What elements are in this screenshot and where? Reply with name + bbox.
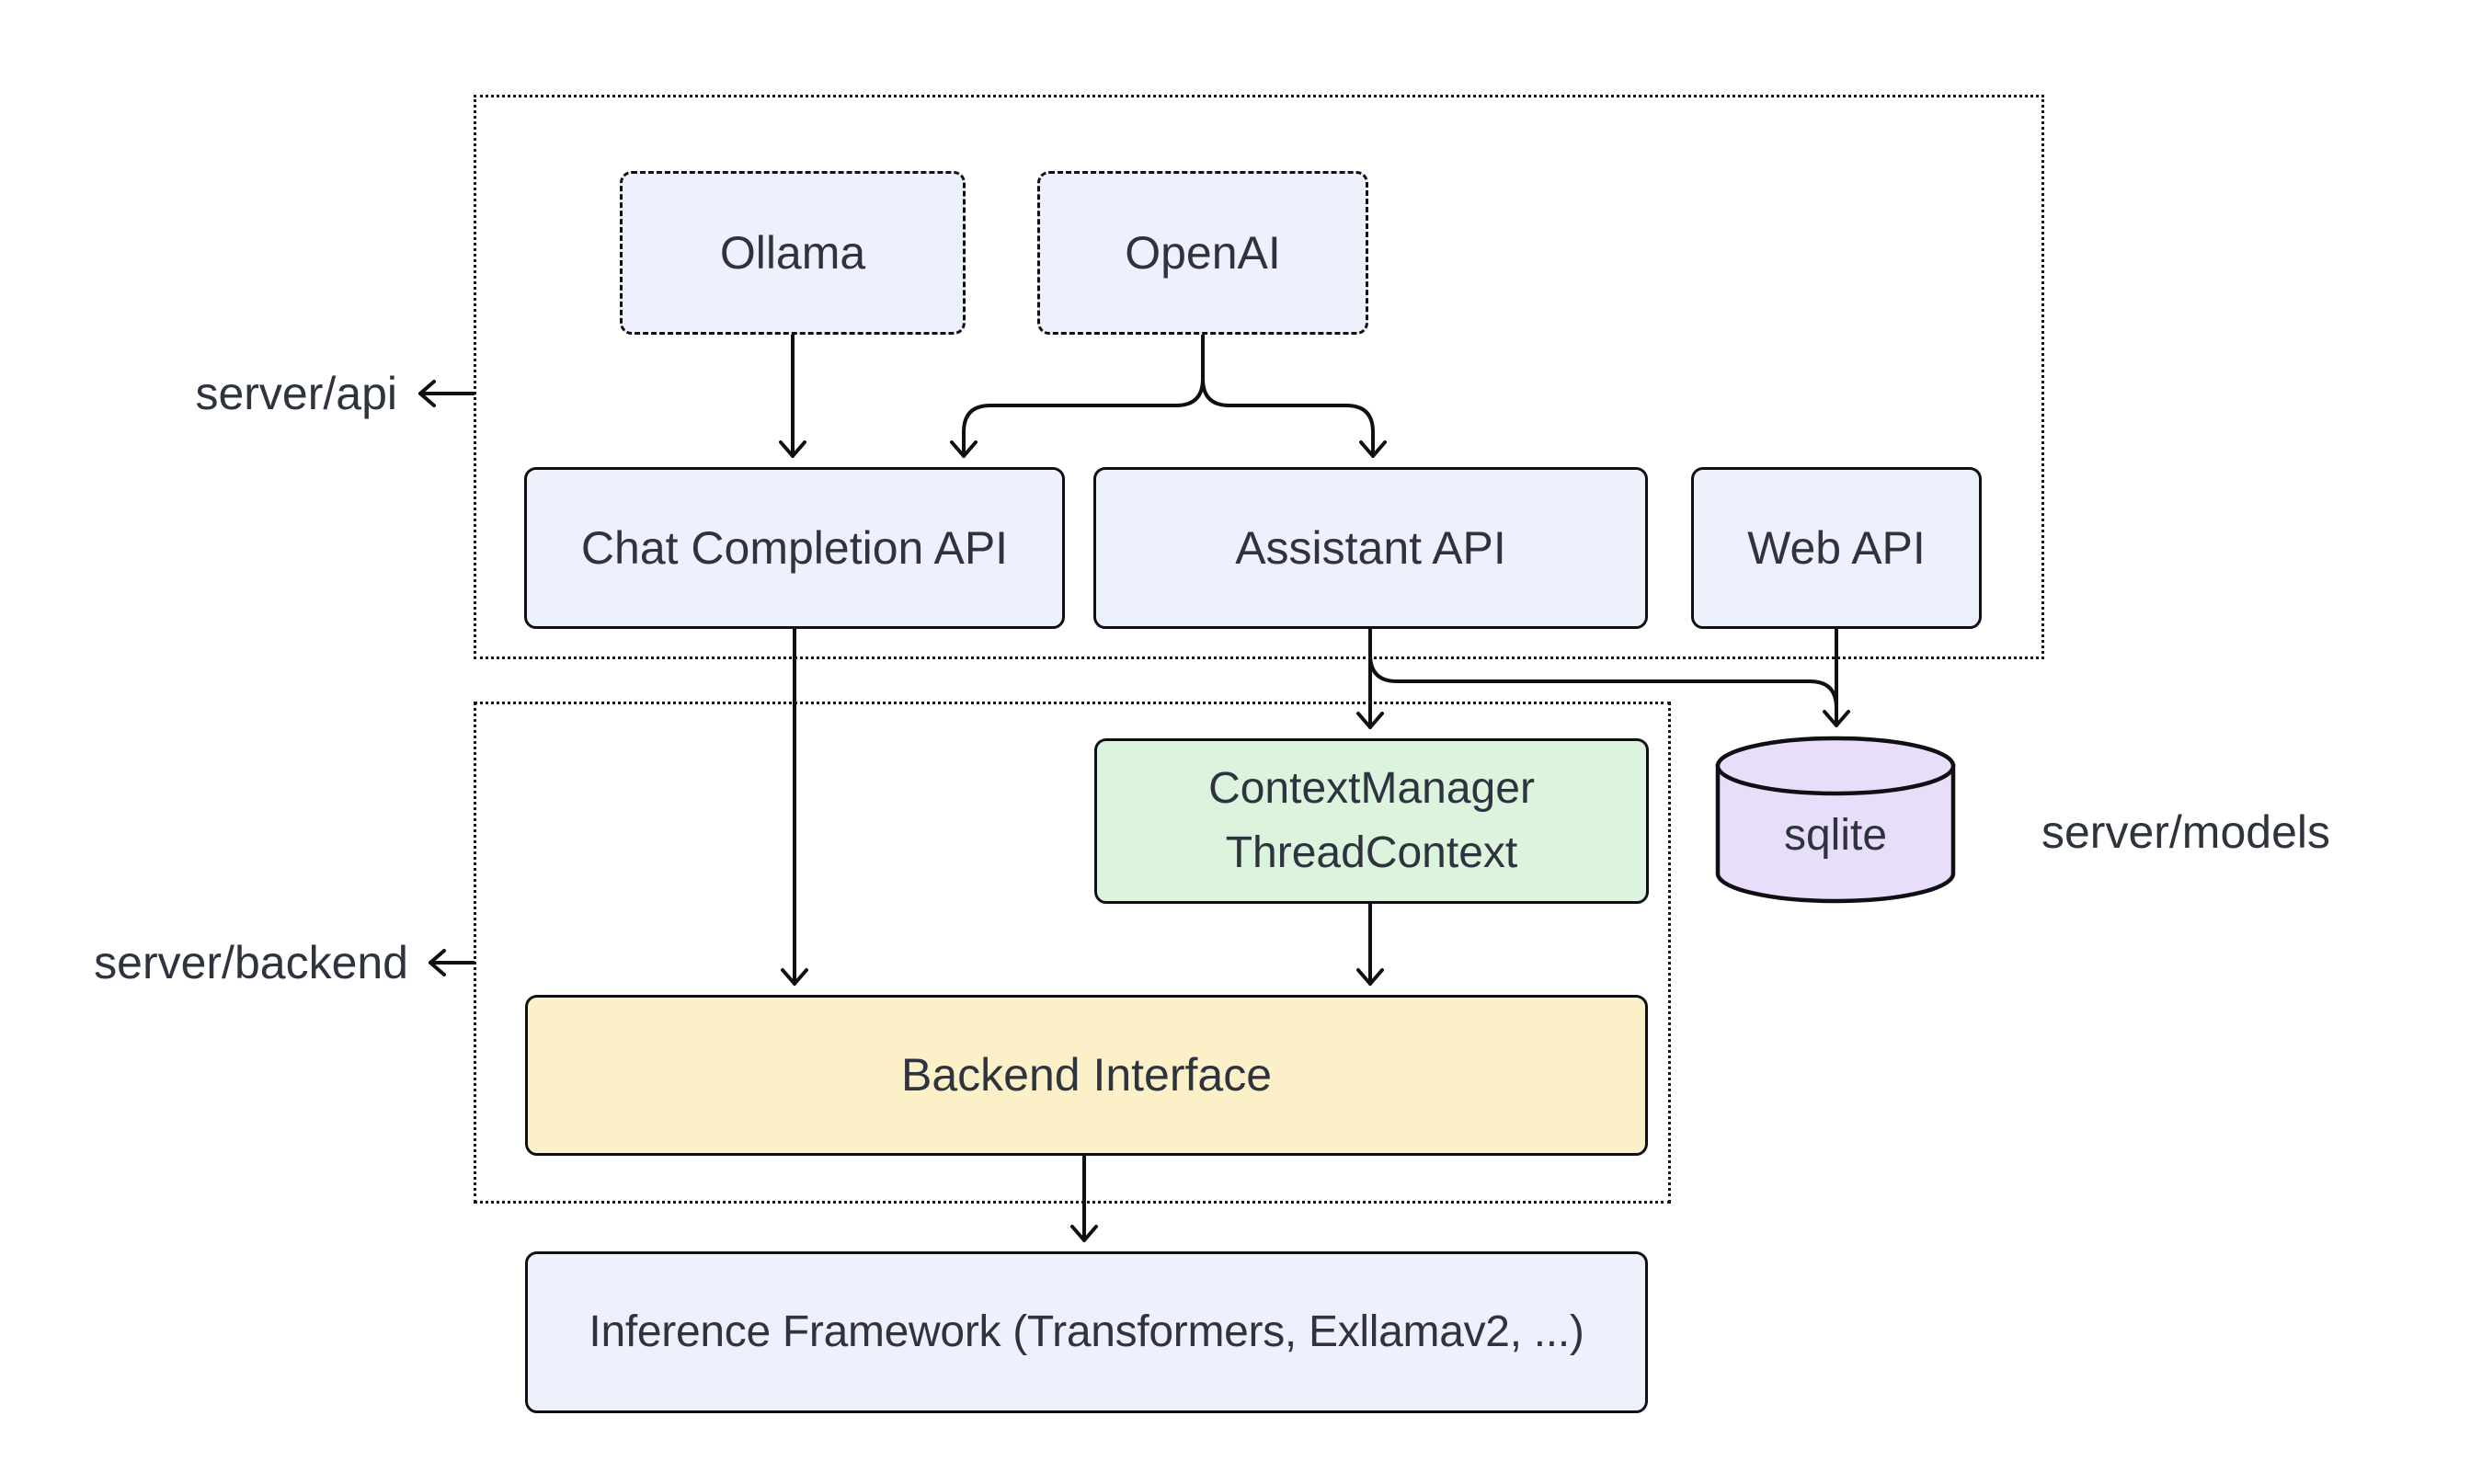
node-context-manager: ContextManager ThreadContext — [1094, 738, 1649, 904]
node-assistant-api-label: Assistant API — [1235, 521, 1506, 574]
node-web-api-label: Web API — [1747, 521, 1926, 574]
edge-assistantapi-sqlite — [1368, 653, 1838, 710]
server-api-label: server/api — [195, 368, 397, 419]
server-backend-label: server/backend — [94, 937, 408, 988]
node-backend-interface: Backend Interface — [525, 995, 1648, 1156]
node-inference-framework: Inference Framework (Transformers, Exlla… — [525, 1251, 1648, 1413]
server-backend-container — [474, 702, 1671, 1204]
node-context-manager-line2: ThreadContext — [1225, 828, 1518, 877]
node-context-manager-line1: ContextManager — [1208, 764, 1535, 814]
node-openai: OpenAI — [1037, 171, 1368, 335]
node-openai-label: OpenAI — [1125, 226, 1281, 279]
node-backend-interface-label: Backend Interface — [900, 1049, 1273, 1102]
node-ollama: Ollama — [620, 171, 966, 335]
node-assistant-api: Assistant API — [1093, 467, 1648, 629]
edge-openai-chatapi — [950, 333, 1205, 458]
node-ollama-label: Ollama — [719, 226, 866, 279]
sqlite-cylinder — [1715, 736, 1956, 904]
edge-openai-assistantapi — [1201, 377, 1387, 458]
server-api-container — [474, 95, 2044, 659]
node-chat-completion-api: Chat Completion API — [524, 467, 1065, 629]
server-models-label: server/models — [2041, 806, 2330, 858]
node-web-api: Web API — [1691, 467, 1982, 629]
node-sqlite-label: sqlite — [1783, 811, 1888, 860]
node-chat-completion-api-label: Chat Completion API — [580, 521, 1009, 574]
node-inference-framework-label: Inference Framework (Transformers, Exlla… — [589, 1307, 1584, 1356]
